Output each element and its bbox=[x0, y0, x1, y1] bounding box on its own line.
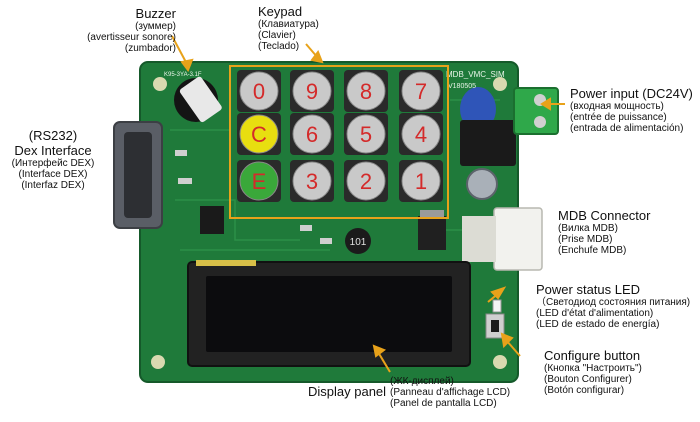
mdb-connector-label: MDB Connector (Вилка MDB) (Prise MDB) (E… bbox=[558, 208, 650, 256]
silk-model: MDB_VMC_SIM bbox=[446, 70, 505, 79]
mdb-connector-pins bbox=[462, 216, 496, 262]
ic-chip bbox=[178, 178, 192, 184]
key-6[interactable] bbox=[292, 114, 332, 154]
configure-button-label: Configure button (Кнопка "Настроить") (B… bbox=[544, 348, 642, 396]
buzzer-line: (зуммер) bbox=[135, 21, 176, 32]
key-label: E bbox=[252, 169, 267, 194]
pointer-arrows bbox=[171, 35, 565, 373]
mdb-title: MDB Connector bbox=[558, 208, 651, 223]
buzzer-line: (zumbador) bbox=[124, 43, 176, 54]
power-input-line: (входная мощность) bbox=[570, 101, 664, 112]
mounting-hole bbox=[153, 77, 167, 91]
keypad-title: Keypad bbox=[258, 4, 303, 19]
key-label: C bbox=[251, 122, 267, 147]
inductor bbox=[345, 228, 371, 254]
mdb-connector-housing bbox=[493, 207, 543, 271]
power-led-line: (LED de estado de energía) bbox=[536, 319, 660, 330]
key-5[interactable] bbox=[346, 114, 386, 154]
key-1[interactable] bbox=[401, 161, 441, 201]
ic-chip bbox=[300, 225, 312, 231]
configure-line: (Botón configurar) bbox=[544, 385, 625, 396]
voltage-regulator bbox=[418, 216, 446, 250]
key-label: 9 bbox=[306, 79, 318, 104]
display-line: (ЖК-дисплей) bbox=[390, 376, 454, 387]
black-component bbox=[460, 120, 516, 166]
silk-date: V180505 bbox=[448, 83, 476, 90]
key-label: 5 bbox=[360, 122, 372, 147]
buzzer-title: Buzzer bbox=[135, 6, 176, 21]
key-9[interactable] bbox=[292, 71, 332, 111]
buzzer-sticker bbox=[179, 76, 222, 123]
key-0[interactable] bbox=[239, 71, 279, 111]
power-input-line: (entrada de alimentación) bbox=[570, 123, 684, 134]
keypad-label: Keypad (Клавиатура) (Clavier) (Teclado) bbox=[258, 4, 319, 52]
power-led-line: (LED d'état d'alimentation) bbox=[536, 308, 654, 319]
ic-chip bbox=[320, 238, 332, 244]
terminal-screw bbox=[534, 116, 546, 128]
key-label: 6 bbox=[306, 122, 318, 147]
display-title: Display panel bbox=[308, 384, 387, 399]
key-E[interactable] bbox=[239, 161, 279, 201]
key-label: 0 bbox=[253, 79, 265, 104]
dex-line: (Interface DEX) bbox=[18, 169, 88, 180]
dex-line: (Интерфейс DEX) bbox=[11, 158, 95, 169]
mounting-hole bbox=[151, 355, 165, 369]
mounting-hole bbox=[493, 77, 507, 91]
lcd-pin-header bbox=[196, 260, 256, 266]
silk-small: K95-3YA-3.1F bbox=[164, 72, 202, 78]
power-led-line: （Светодиод состояния питания) bbox=[536, 297, 691, 308]
keypad-line: (Clavier) bbox=[258, 30, 296, 41]
mdb-line: (Prise MDB) bbox=[558, 234, 613, 245]
inductor-marking: 101 bbox=[350, 237, 367, 248]
key-label: 3 bbox=[306, 169, 318, 194]
dex-interface-label: (RS232) Dex Interface (Интерфейс DEX) (I… bbox=[0, 128, 106, 191]
configure-title: Configure button bbox=[544, 348, 641, 363]
key-8[interactable] bbox=[346, 71, 386, 111]
keypad-grid: 0 9 8 7C 6 5 4E 3 2 1 bbox=[237, 70, 443, 202]
keypad-line: (Клавиатура) bbox=[258, 19, 319, 30]
mounting-hole bbox=[493, 355, 507, 369]
keypad-line: (Teclado) bbox=[258, 41, 300, 52]
key-4[interactable] bbox=[401, 114, 441, 154]
regulator-tab bbox=[420, 210, 444, 218]
key-label: 8 bbox=[360, 79, 372, 104]
display-line: (Panneau d'affichage LCD) bbox=[390, 387, 511, 398]
key-label: 4 bbox=[415, 122, 427, 147]
configure-button-cap bbox=[491, 320, 499, 332]
key-3[interactable] bbox=[292, 161, 332, 201]
power-input-line: (entrée de puissance) bbox=[570, 112, 667, 123]
keypad-highlight-box bbox=[229, 65, 449, 219]
power-input-title: Power input (DC24V) bbox=[570, 86, 693, 101]
power-led-title: Power status LED bbox=[536, 282, 641, 297]
key-label: 7 bbox=[415, 79, 427, 104]
key-7[interactable] bbox=[401, 71, 441, 111]
power-terminal bbox=[513, 87, 559, 135]
configure-line: (Кнопка "Настроить") bbox=[544, 363, 642, 374]
mdb-line: (Enchufe MDB) bbox=[558, 245, 627, 256]
ic-chip bbox=[175, 150, 187, 156]
display-line: (Panel de pantalla LCD) bbox=[390, 398, 497, 409]
electrolytic-capacitor bbox=[466, 168, 498, 200]
ic-chip bbox=[200, 206, 224, 234]
dex-line: (Interfaz DEX) bbox=[21, 180, 85, 191]
power-led-label: Power status LED （Светодиод состояния пи… bbox=[536, 282, 690, 330]
dex-title: (RS232) bbox=[28, 128, 78, 143]
lcd-screen bbox=[206, 276, 452, 352]
key-C[interactable] bbox=[239, 114, 279, 154]
buzzer-line: (avertisseur sonore) bbox=[87, 32, 176, 43]
power-status-led bbox=[492, 299, 502, 313]
configure-line: (Bouton Configurer) bbox=[544, 374, 632, 385]
key-label: 1 bbox=[415, 169, 427, 194]
power-input-label: Power input (DC24V) (входная мощность) (… bbox=[570, 86, 693, 134]
dex-title: Dex Interface bbox=[14, 143, 92, 158]
buzzer-label: Buzzer (зуммер) (avertisseur sonore) (zu… bbox=[58, 6, 176, 54]
key-label: 2 bbox=[360, 169, 372, 194]
key-2[interactable] bbox=[346, 161, 386, 201]
db9-shell bbox=[124, 132, 152, 218]
mdb-line: (Вилка MDB) bbox=[558, 223, 618, 234]
